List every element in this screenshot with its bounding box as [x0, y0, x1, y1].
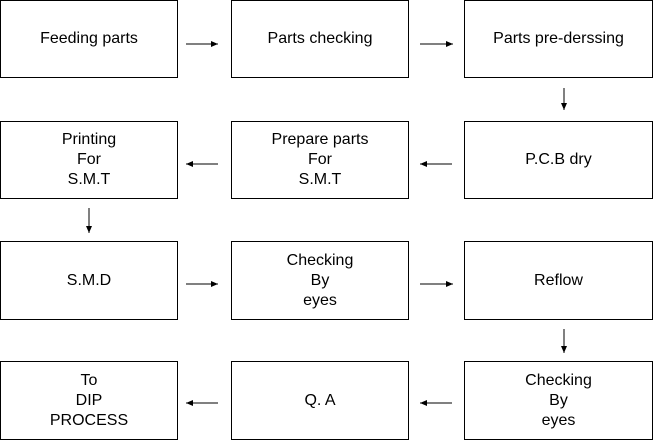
step-qa: Q. A: [231, 361, 409, 440]
step-label: Prepare parts: [271, 131, 369, 148]
step-checking-by-eyes-1: Checking By eyes: [231, 241, 409, 320]
step-prepare-parts-smt: Prepare parts For S.M.T: [231, 121, 409, 199]
step-label: Reflow: [534, 271, 583, 289]
step-label: Q. A: [304, 391, 336, 409]
step-to-dip-process: To DIP PROCESS: [0, 361, 178, 440]
step-label: S.M.D: [66, 271, 112, 289]
step-label: Checking: [525, 371, 592, 389]
step-feeding-parts: Feeding parts: [0, 0, 178, 78]
step-label: Checking: [286, 251, 354, 269]
step-label: For: [77, 151, 101, 168]
step-label: S.M.T: [298, 171, 342, 188]
step-checking-by-eyes-2: Checking By eyes: [464, 361, 653, 440]
step-parts-checking: Parts checking: [231, 0, 409, 78]
step-label: eyes: [541, 411, 576, 429]
step-label: By: [310, 271, 330, 289]
step-label: Parts checking: [267, 30, 373, 47]
step-label: P.C.B dry: [525, 151, 592, 168]
step-pcb-dry: P.C.B dry: [464, 121, 653, 199]
step-printing-smt: Printing For S.M.T: [0, 121, 178, 199]
step-smd: S.M.D: [0, 241, 178, 320]
step-label: Parts pre-derssing: [493, 30, 624, 47]
step-reflow: Reflow: [464, 241, 653, 320]
step-label: eyes: [303, 291, 337, 309]
step-label: To: [80, 371, 98, 389]
step-label: S.M.T: [67, 171, 111, 188]
step-label: DIP: [75, 391, 103, 409]
step-label: For: [308, 151, 332, 168]
step-label: Feeding parts: [40, 30, 138, 47]
step-label: By: [549, 391, 568, 409]
step-parts-pre-dressing: Parts pre-derssing: [464, 0, 653, 78]
step-label: PROCESS: [49, 411, 129, 429]
step-label: Printing: [61, 131, 117, 148]
